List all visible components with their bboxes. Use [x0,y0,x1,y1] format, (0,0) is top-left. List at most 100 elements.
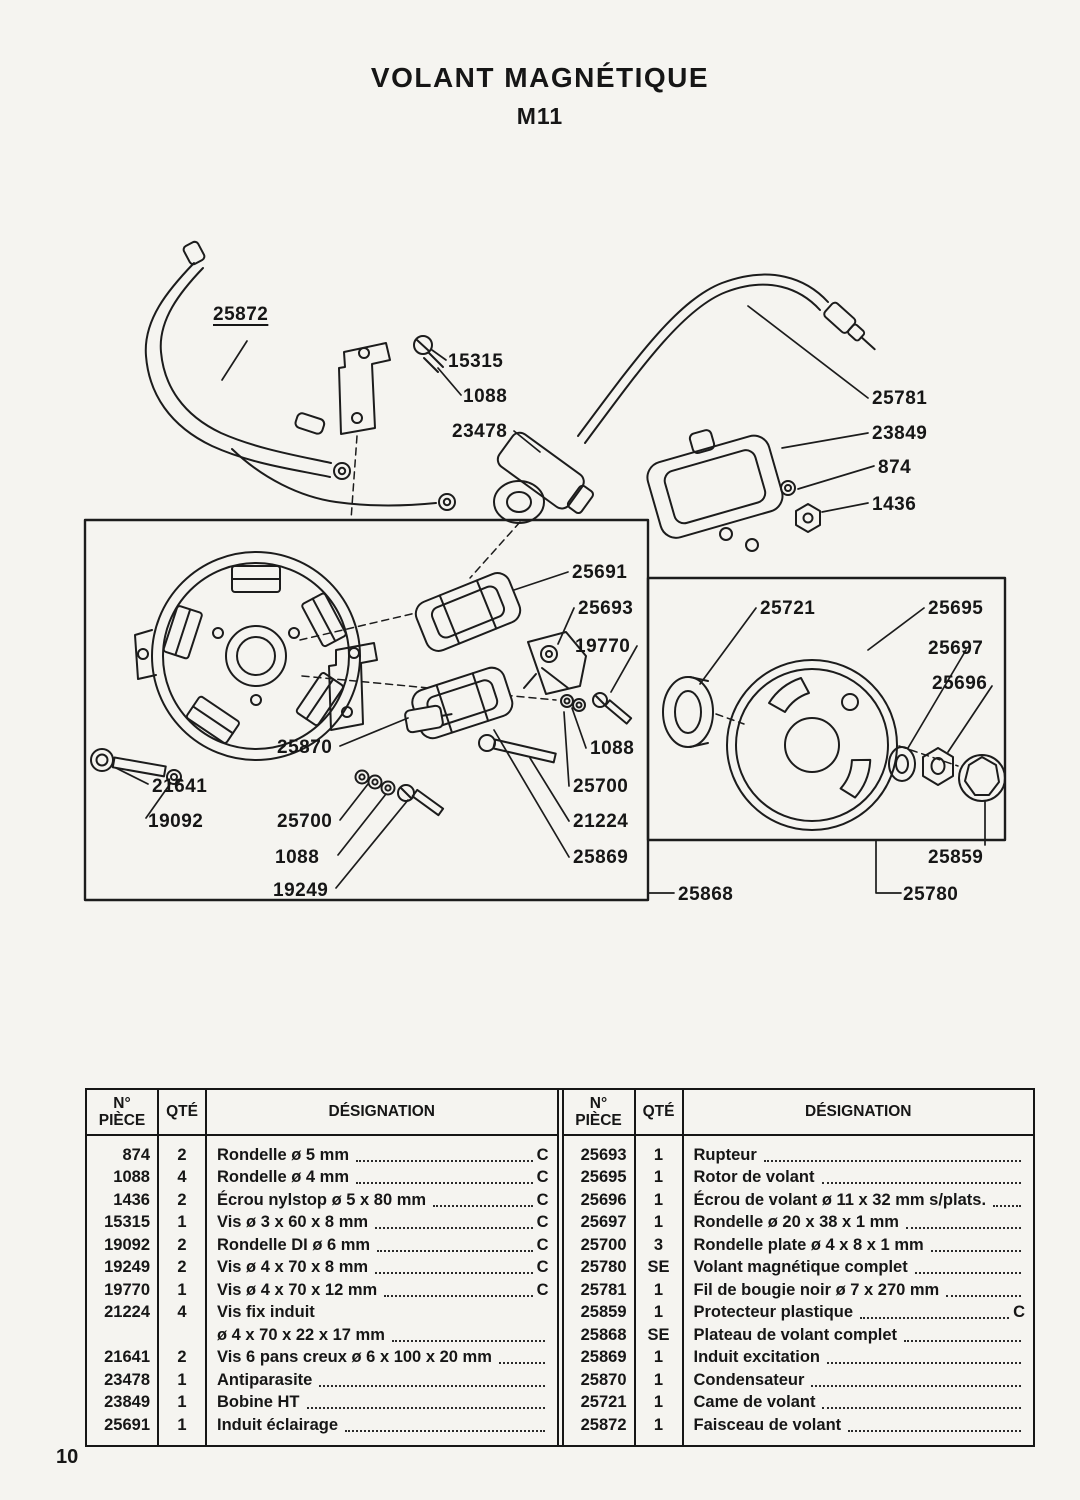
bracket-top-art [338,342,391,521]
parts-table-right: N° PIÈCE QTÉ DÉSIGNATION 25693 1 Rupteur… [561,1090,1034,1445]
designation-cell: Came de volant [684,1392,1034,1415]
designation-cell: ø 4 x 70 x 22 x 17 mm [207,1324,557,1347]
col-header-designation: DÉSIGNATION [207,1090,557,1136]
part-cell: 23478 [87,1369,159,1392]
designation-cell: Volant magnétique complet [684,1257,1034,1280]
designation-cell: Bobine HT [207,1392,557,1415]
qty-cell: 1 [636,1369,684,1392]
part-label-25859: 25859 [928,847,984,868]
col-header-part: N° PIÈCE [563,1090,636,1136]
qty-cell [159,1324,207,1347]
part-cell: 1436 [87,1189,159,1212]
part-cell: 25872 [564,1414,636,1437]
qty-cell: 3 [636,1234,684,1257]
coil-fasteners-art [780,480,821,533]
designation-cell: Faisceau de volant [684,1414,1034,1437]
part-cell: 25696 [564,1189,636,1212]
parts-table: N° PIÈCE QTÉ DÉSIGNATION 874 2 Rondelle … [85,1088,1035,1447]
part-label-1088-a: 1088 [463,386,508,407]
part-label-25872: 25872 [213,304,269,325]
part-label-25780: 25780 [903,884,959,905]
qty-cell: 4 [159,1166,207,1189]
designation-cell: Rupteur [684,1144,1034,1167]
designation-cell: Écrou de volant ø 11 x 32 mm s/plats. [684,1189,1034,1212]
part-cell: 25695 [564,1166,636,1189]
col-header-qty: QTÉ [159,1090,207,1136]
designation-cell: Vis fix induit [217,1303,315,1322]
col-header-part: N° PIÈCE [87,1090,159,1136]
part-label-25721: 25721 [760,598,816,619]
part-label-25691: 25691 [572,562,628,583]
designation-cell: Condensateur [684,1369,1034,1392]
part-cell: 25859 [564,1301,636,1324]
part-cell: 21641 [87,1346,159,1369]
flywheel-art [726,659,898,831]
qty-cell: SE [636,1324,684,1347]
induit-screws-art [478,692,633,764]
condenser-art [404,704,453,734]
part-label-1088-b: 1088 [275,847,320,868]
small-washers-art [354,769,445,817]
designation-cell: Induit éclairage [207,1414,557,1437]
part-label-21641: 21641 [152,776,208,797]
qty-cell: 1 [159,1211,207,1234]
part-cell: 23849 [87,1391,159,1414]
part-label-19092: 19092 [148,811,204,832]
bracket-lower-art [328,642,378,731]
part-cell: 25870 [564,1369,636,1392]
page-title: VOLANT MAGNÉTIQUE [370,62,710,93]
wire-harness-art [144,240,456,511]
axle-fasteners-art [715,713,1006,802]
part-cell: 25721 [564,1391,636,1414]
part-label-23849: 23849 [872,423,928,444]
part-label-19249: 19249 [273,880,329,901]
qty-cell: 1 [636,1166,684,1189]
part-label-25869: 25869 [573,847,629,868]
qty-cell: 1 [636,1279,684,1302]
col-header-qty: QTÉ [635,1090,684,1136]
hex-screw-art [90,748,182,785]
designation-cell: Rondelle plate ø 4 x 8 x 1 mm [684,1234,1034,1257]
part-label-21224: 21224 [573,811,629,832]
part-cell [87,1324,159,1347]
qty-cell: 1 [159,1369,207,1392]
part-label-15315: 15315 [448,351,504,372]
parts-table-left: N° PIÈCE QTÉ DÉSIGNATION 874 2 Rondelle … [87,1090,559,1445]
stator-plate-art [134,551,557,761]
part-cell: 1088 [87,1166,159,1189]
part-label-25696: 25696 [932,673,988,694]
qty-cell: 4 [159,1301,207,1324]
part-cell: 25781 [564,1279,636,1302]
lighting-coil-art [414,572,522,652]
cam-art [662,676,714,748]
part-label-874: 874 [878,457,912,478]
part-cell: 25700 [564,1234,636,1257]
qty-cell: 2 [159,1144,207,1167]
qty-cell: 1 [636,1211,684,1234]
flywheel-assembly-box [646,576,1007,842]
part-label-25700-b: 25700 [573,776,629,797]
part-label-25870: 25870 [277,737,333,758]
part-label-25693: 25693 [578,598,634,619]
part-label-19770: 19770 [575,636,631,657]
qty-cell: 2 [159,1234,207,1257]
designation-cell: Induit excitation [684,1347,1034,1370]
callout-leaders [115,305,993,894]
part-cell: 874 [87,1144,159,1167]
part-cell: 25868 [564,1324,636,1347]
part-label-1088-c: 1088 [590,738,635,759]
qty-cell: 1 [636,1301,684,1324]
qty-cell: 1 [636,1414,684,1437]
qty-cell: 1 [636,1346,684,1369]
part-cell: 25869 [564,1346,636,1369]
part-cell: 25780 [564,1256,636,1279]
part-cell: 19770 [87,1279,159,1302]
